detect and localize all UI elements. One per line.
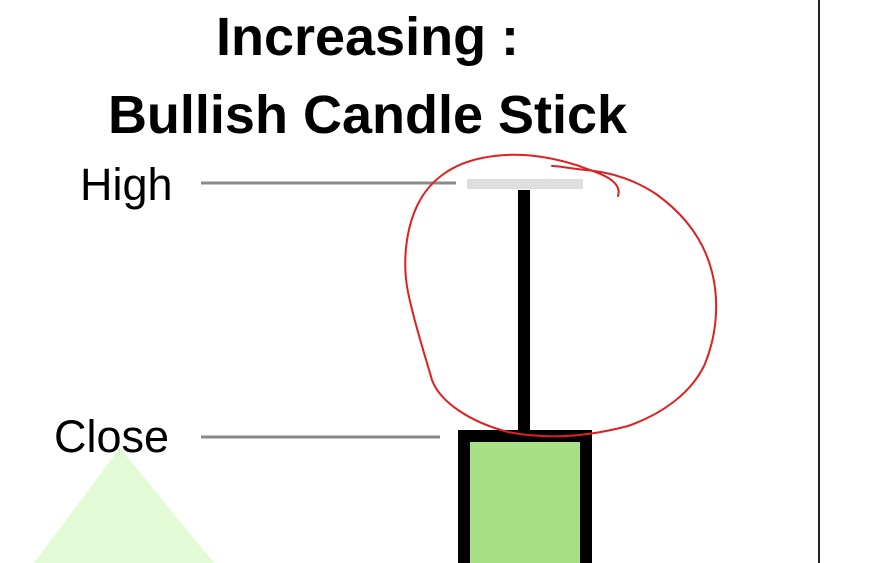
candle-body — [458, 430, 592, 563]
decorative-triangle — [34, 448, 214, 563]
title-line-2: Bullish Candle Stick — [107, 85, 628, 145]
candle-wick — [518, 190, 530, 436]
close-label: Close — [54, 411, 170, 462]
high-marker — [467, 179, 583, 189]
title-line-1: Increasing : — [215, 7, 520, 67]
high-label: High — [80, 159, 173, 210]
annotation-circle — [404, 153, 718, 438]
